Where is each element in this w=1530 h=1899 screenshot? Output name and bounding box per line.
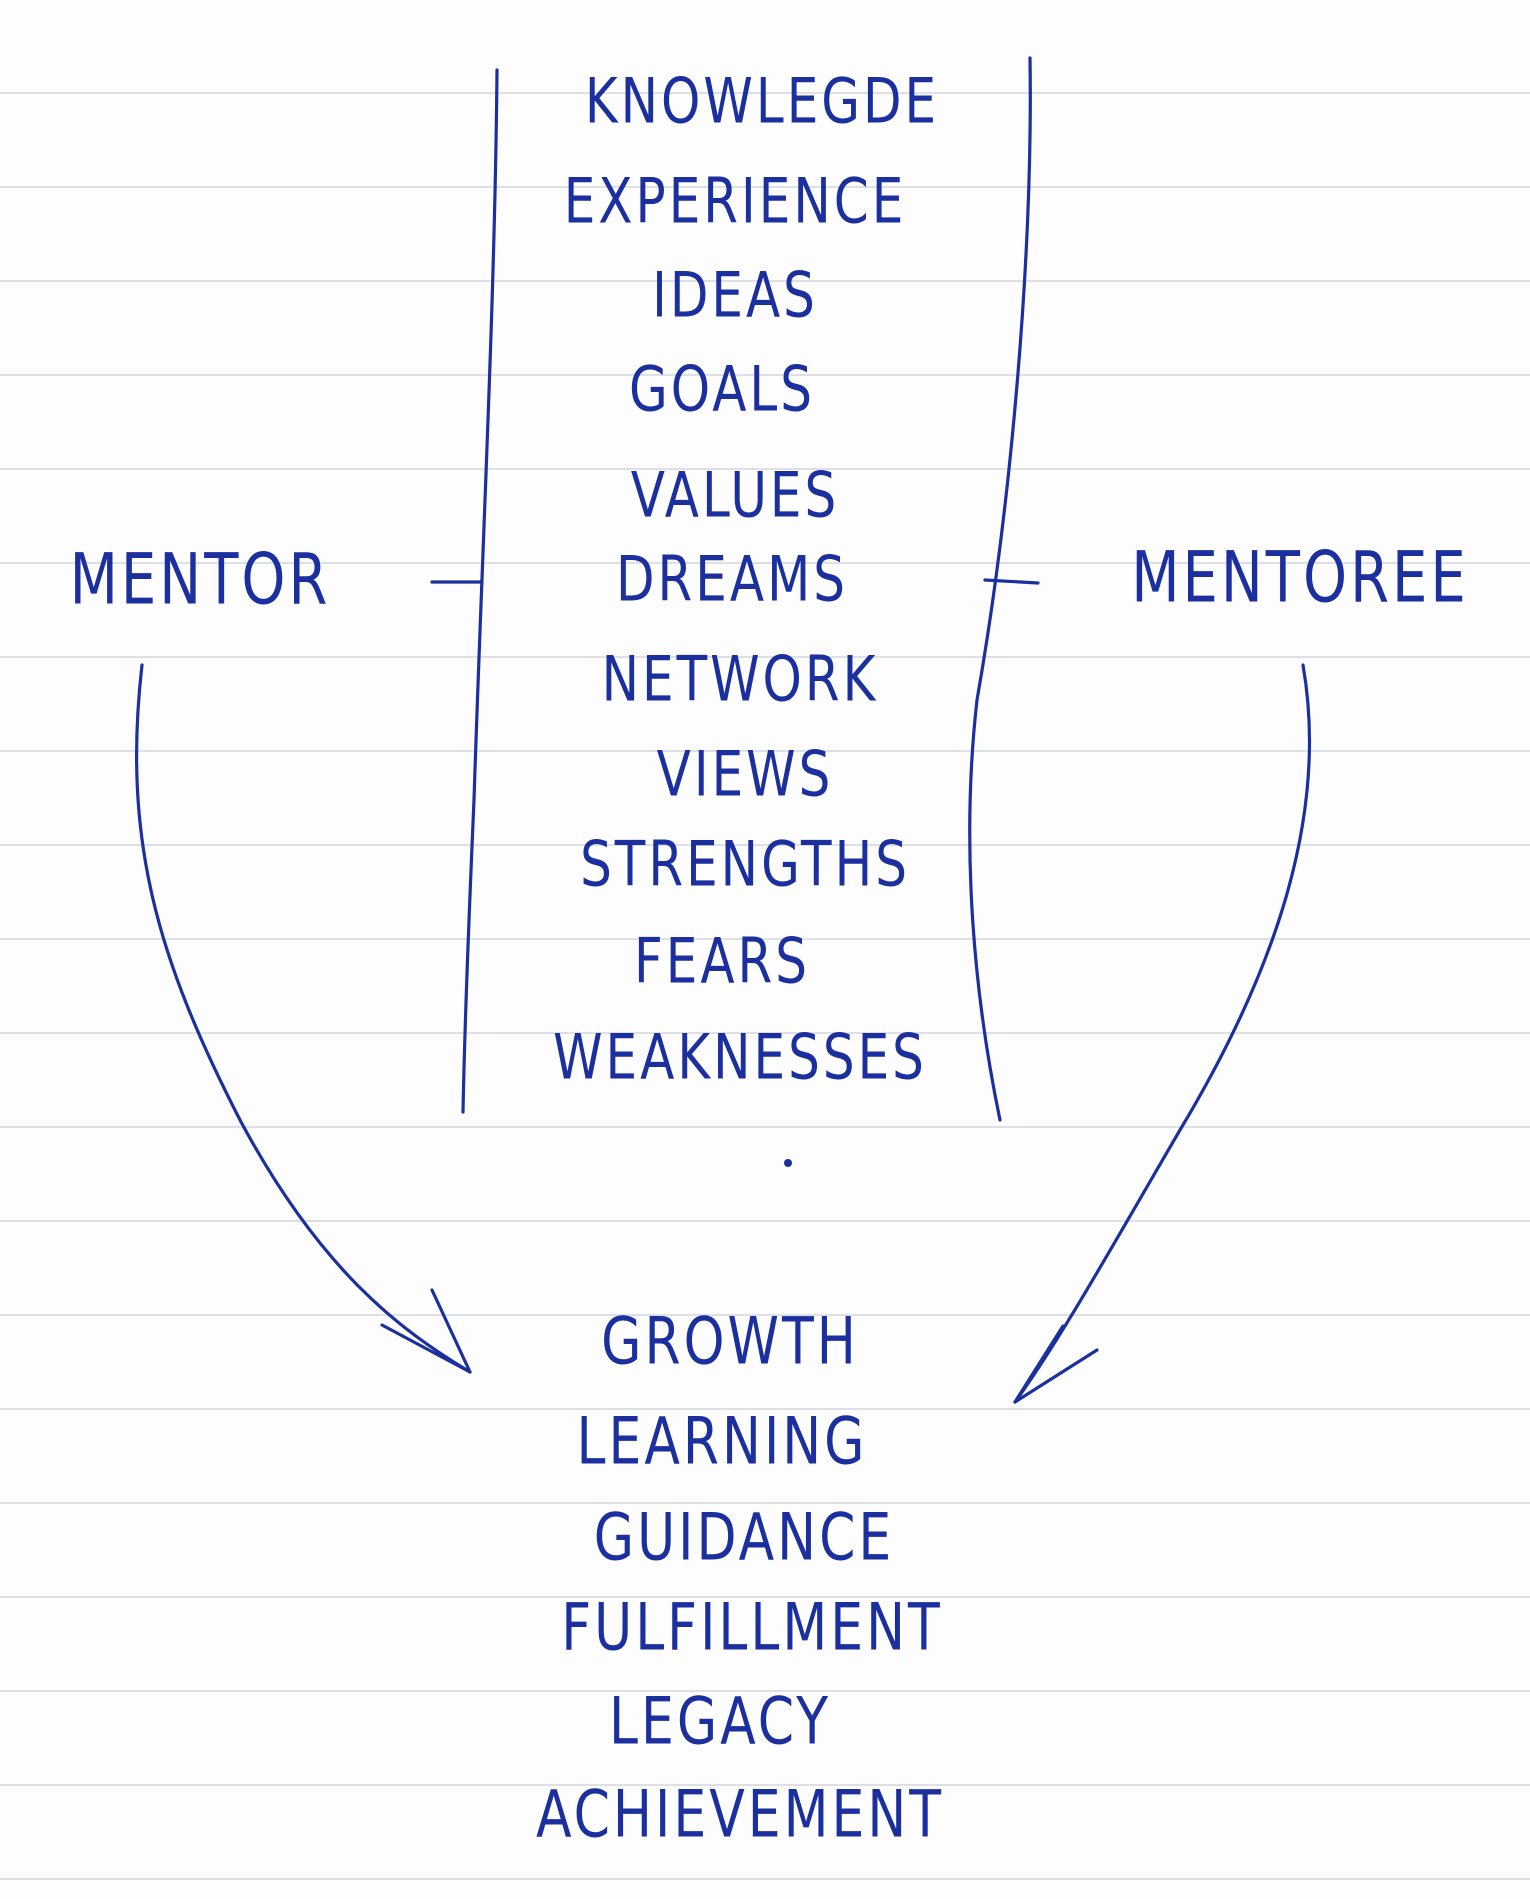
column-right-bracket bbox=[968, 56, 1032, 1122]
exchange-item: FEARS bbox=[633, 924, 811, 998]
exchange-item: IDEAS bbox=[652, 258, 818, 332]
exchange-item: WEAKNESSES bbox=[553, 1020, 927, 1094]
exchange-item: EXPERIENCE bbox=[563, 164, 907, 238]
mentor-to-outcomes-arrow bbox=[134, 663, 472, 1374]
mentoree-label: MENTOREE bbox=[1131, 537, 1469, 620]
outcome-item: LEARNING bbox=[576, 1404, 868, 1480]
column-left-bracket bbox=[461, 68, 499, 1114]
outcome-item: GUIDANCE bbox=[593, 1500, 895, 1576]
outcome-item: FULFILLMENT bbox=[561, 1590, 943, 1666]
exchange-item: NETWORK bbox=[601, 642, 879, 716]
exchange-item: DREAMS bbox=[616, 542, 848, 616]
ink-dot bbox=[784, 1159, 792, 1167]
exchange-item: GOALS bbox=[628, 352, 816, 426]
mentoree-to-outcomes-arrow bbox=[1013, 663, 1312, 1404]
exchange-item: VALUES bbox=[630, 458, 840, 532]
exchange-item: KNOWLEGDE bbox=[584, 64, 940, 138]
mentoree-to-column-arrow bbox=[983, 578, 1040, 585]
outcome-item: GROWTH bbox=[601, 1304, 859, 1380]
outcome-item: ACHIEVEMENT bbox=[535, 1777, 945, 1853]
left-arrowhead bbox=[380, 1288, 472, 1374]
right-arrowhead bbox=[1013, 1324, 1099, 1404]
exchange-item: STRENGTHS bbox=[580, 827, 910, 901]
exchange-item: VIEWS bbox=[656, 737, 834, 811]
mentor-label: MENTOR bbox=[69, 539, 331, 622]
outcome-item: LEGACY bbox=[609, 1684, 831, 1760]
